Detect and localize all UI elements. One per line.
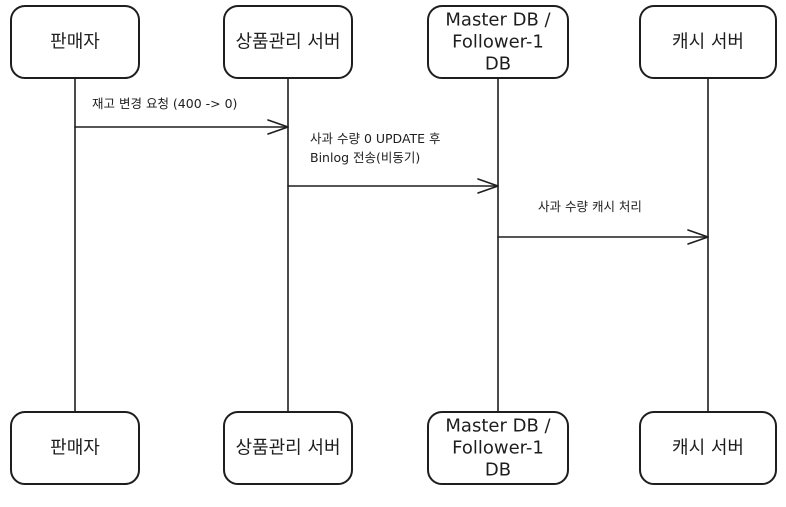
- participant-product-server-top[interactable]: 상품관리 서버: [223, 5, 353, 79]
- message-label: Binlog 전송(비동기): [310, 150, 420, 165]
- participant-label: DB: [485, 54, 511, 75]
- participant-label: Master DB /: [445, 416, 551, 437]
- participant-seller-bottom[interactable]: 판매자: [10, 411, 140, 485]
- participant-label: 캐시 서버: [672, 438, 744, 459]
- message-label: 사과 수량 0 UPDATE 후: [310, 131, 441, 146]
- arrowhead: [267, 119, 289, 135]
- participant-box: [10, 411, 140, 485]
- participant-box: [427, 411, 569, 485]
- participant-box: [639, 5, 777, 79]
- participant-label: 판매자: [50, 32, 100, 53]
- participant-cache-server-top[interactable]: 캐시 서버: [639, 5, 777, 79]
- participant-label: DB: [485, 460, 511, 481]
- participant-box: [10, 5, 140, 79]
- participant-box: [639, 411, 777, 485]
- message-product-server-to-master-db: 사과 수량 0 UPDATE 후 Binlog 전송(비동기): [287, 131, 499, 194]
- participants-bottom: 판매자 상품관리 서버 Master DB /Follower-1DB 캐시 서버: [10, 411, 777, 485]
- participant-label: 판매자: [50, 438, 100, 459]
- participant-box: [223, 411, 353, 485]
- participant-cache-server-bottom[interactable]: 캐시 서버: [639, 411, 777, 485]
- message-master-db-to-cache-server: 사과 수량 캐시 처리: [497, 199, 709, 245]
- arrowhead: [687, 229, 709, 245]
- messages: 재고 변경 요청 (400 -> 0) 사과 수량 0 UPDATE 후 Binlo…: [74, 96, 709, 245]
- participant-label: Follower-1: [452, 32, 544, 53]
- lifelines: [74, 77, 709, 413]
- arrowhead: [477, 178, 499, 194]
- participant-label: 상품관리 서버: [235, 438, 340, 459]
- participant-label: 상품관리 서버: [235, 32, 340, 53]
- participant-label: 캐시 서버: [672, 32, 744, 53]
- message-label: 재고 변경 요청 (400 -> 0): [92, 96, 237, 111]
- participant-box: [427, 5, 569, 79]
- participant-master-db-top[interactable]: Master DB /Follower-1DB: [427, 5, 569, 79]
- participant-seller-top[interactable]: 판매자: [10, 5, 140, 79]
- message-seller-to-product-server: 재고 변경 요청 (400 -> 0): [74, 96, 289, 135]
- participant-product-server-bottom[interactable]: 상품관리 서버: [223, 411, 353, 485]
- message-label: 사과 수량 캐시 처리: [538, 199, 642, 214]
- participant-label: Follower-1: [452, 438, 544, 459]
- participant-box: [223, 5, 353, 79]
- participant-master-db-bottom[interactable]: Master DB /Follower-1DB: [427, 411, 569, 485]
- participants-top: 판매자 상품관리 서버 Master DB /Follower-1DB 캐시 서버: [10, 5, 777, 79]
- participant-label: Master DB /: [445, 10, 551, 31]
